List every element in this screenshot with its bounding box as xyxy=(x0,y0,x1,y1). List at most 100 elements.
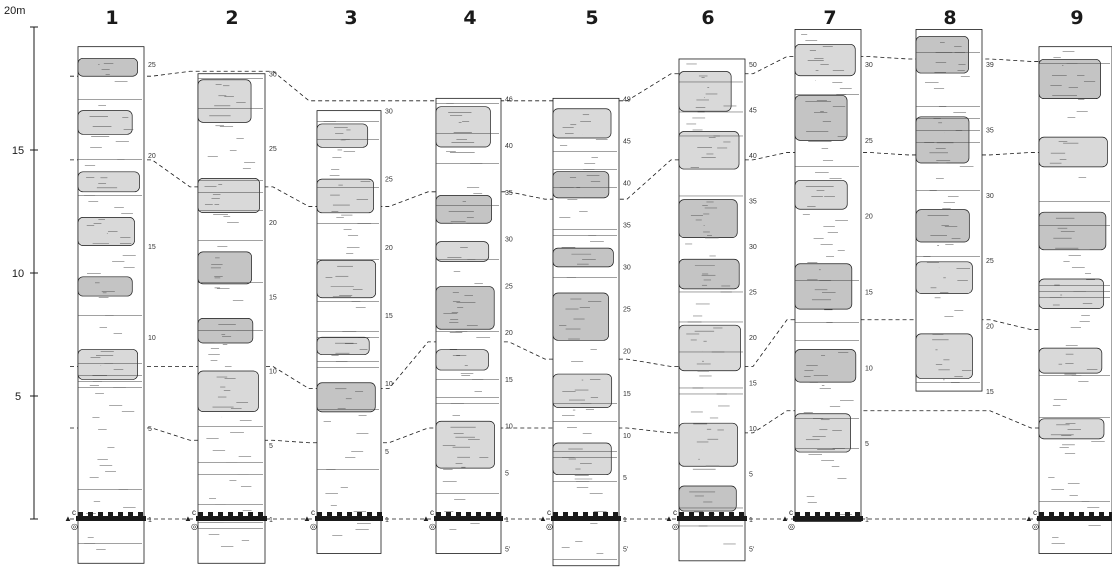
sandstone-bed xyxy=(794,95,848,141)
bed-number: 10 xyxy=(505,424,513,431)
bed-number: 5 xyxy=(385,449,389,456)
bed-number: 5' xyxy=(505,547,510,554)
bed-number: 20 xyxy=(986,324,994,331)
sections: 1▲c◎25201510512▲c◎3025201510513▲c◎302520… xyxy=(64,7,1112,567)
c-marker: c xyxy=(430,508,434,517)
marker-check xyxy=(258,512,263,516)
marker-check xyxy=(583,512,588,516)
marker-check xyxy=(218,512,223,516)
bed-number: 25 xyxy=(148,62,156,69)
marker-check xyxy=(248,512,253,516)
sandstone-bed xyxy=(316,259,377,299)
bed-number: 20 xyxy=(385,245,393,252)
c-marker: c xyxy=(547,508,551,517)
bed-number: 50 xyxy=(749,62,757,69)
sandstone-bed xyxy=(316,382,376,413)
marker-bed-base xyxy=(434,516,503,521)
sandstone-bed xyxy=(1038,211,1107,251)
marker-check xyxy=(729,512,734,516)
marker-check xyxy=(317,512,322,516)
sandstone-bed xyxy=(552,373,613,408)
bed-number: 15 xyxy=(749,380,757,387)
bed-number: 10 xyxy=(623,433,631,440)
sandstone-bed xyxy=(77,57,138,77)
marker-check xyxy=(815,512,820,516)
marker-check xyxy=(805,512,810,516)
bed-number: 40 xyxy=(749,153,757,160)
marker-check xyxy=(476,512,481,516)
sandstone-bed xyxy=(552,108,612,139)
marker-check xyxy=(1059,512,1064,516)
section-body xyxy=(316,110,382,554)
sandstone-bed xyxy=(77,171,140,193)
sandstone-bed xyxy=(435,286,495,330)
marker-check xyxy=(553,512,558,516)
bed-number: 1 xyxy=(385,517,389,524)
marker-check xyxy=(1049,512,1054,516)
bed-number: 40 xyxy=(505,143,513,150)
marker-bed-base xyxy=(1037,516,1112,521)
triangle-marker: ▲ xyxy=(64,514,72,523)
bed-number: 30 xyxy=(749,244,757,251)
marker-check xyxy=(1089,512,1094,516)
marker-check xyxy=(456,512,461,516)
marker-check xyxy=(78,512,83,516)
sandstone-bed xyxy=(678,485,737,512)
marker-check xyxy=(88,512,93,516)
circle-marker: ◎ xyxy=(672,522,679,531)
bed-number: 1 xyxy=(865,517,869,524)
bed-number: 45 xyxy=(623,138,631,145)
bed-number: 25 xyxy=(505,283,513,290)
sandstone-bed xyxy=(197,251,252,285)
bed-number: 30 xyxy=(385,109,393,116)
marker-bed-base xyxy=(551,516,621,521)
bed-number: 30 xyxy=(269,72,277,79)
bed-number: 1 xyxy=(749,517,753,524)
sandstone-bed xyxy=(77,110,133,135)
bed-number: 10 xyxy=(385,381,393,388)
bed-number: 15 xyxy=(986,389,994,396)
bed-number: 35 xyxy=(623,223,631,230)
marker-check xyxy=(446,512,451,516)
marker-check xyxy=(855,512,860,516)
marker-check xyxy=(138,512,143,516)
bed-number: 10 xyxy=(269,369,277,376)
marker-check xyxy=(1069,512,1074,516)
scale-top-label: 20m xyxy=(4,5,25,17)
marker-check xyxy=(496,512,501,516)
marker-check xyxy=(739,512,744,516)
sandstone-bed xyxy=(1038,347,1103,374)
sandstone-bed xyxy=(197,370,259,412)
section-title: 6 xyxy=(701,7,714,29)
marker-check xyxy=(377,512,382,516)
sandstone-bed xyxy=(435,106,491,148)
bed-number: 35 xyxy=(986,127,994,134)
bed-number: 30 xyxy=(505,237,513,244)
marker-bed-base xyxy=(793,516,863,521)
bed-number: 35 xyxy=(505,190,513,197)
marker-check xyxy=(108,512,113,516)
section-title: 9 xyxy=(1070,7,1083,29)
bed-number: 46 xyxy=(505,96,513,103)
marker-check xyxy=(845,512,850,516)
section-title: 5 xyxy=(585,7,598,29)
section-title: 1 xyxy=(105,7,118,29)
sandstone-bed xyxy=(794,43,856,77)
sandstone-bed xyxy=(552,171,610,199)
bed-number: 5 xyxy=(269,443,273,450)
bed-number: 10 xyxy=(148,335,156,342)
marker-check xyxy=(327,512,332,516)
marker-bed-base xyxy=(315,516,383,521)
sandstone-bed xyxy=(77,349,138,380)
marker-check xyxy=(1039,512,1044,516)
bed-number: 1 xyxy=(623,517,627,524)
bed-number: 25 xyxy=(623,307,631,314)
